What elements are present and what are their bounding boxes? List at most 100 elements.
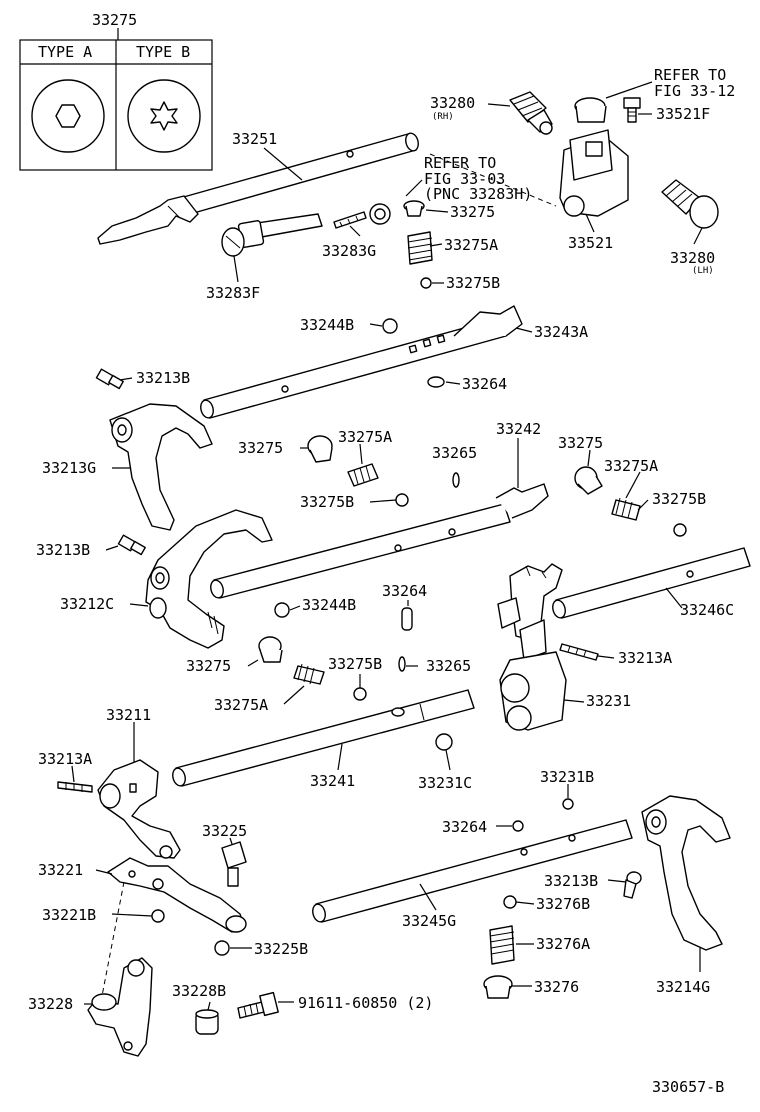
- dashed-guide-lower: [101, 881, 125, 997]
- label-33244b-m: 33244B: [302, 596, 356, 614]
- spring-33275a-m3: [293, 663, 325, 685]
- label-33242: 33242: [496, 420, 541, 438]
- label-33228b: 33228B: [172, 982, 226, 1000]
- label-33275a-m3: 33275A: [214, 696, 268, 714]
- bolt-33283f: [221, 213, 323, 257]
- fork-33214g: [641, 795, 731, 951]
- ball-33275b-m2: [673, 523, 687, 537]
- spring-33275a-top: [407, 231, 433, 265]
- shift-shaft-33251: [97, 132, 419, 245]
- label-refer-2b: FIG 33-03: [424, 170, 505, 188]
- clip-33231c: [435, 733, 453, 751]
- label-33275b-m3: 33275B: [328, 655, 382, 673]
- label-33211: 33211: [106, 706, 151, 724]
- label-33283g: 33283G: [322, 242, 376, 260]
- label-33213b-3: 33213B: [544, 872, 598, 890]
- ball-33264-lower: [512, 820, 524, 832]
- clip-33221b: [151, 909, 165, 923]
- label-33275a-top: 33275A: [444, 236, 498, 254]
- pin-33213a-1: [559, 643, 599, 661]
- pin-33283g: [333, 211, 367, 229]
- fork-33213g: [109, 403, 213, 531]
- label-33241: 33241: [310, 772, 355, 790]
- label-rh-note: (RH): [432, 112, 454, 122]
- label-33221b: 33221B: [42, 906, 96, 924]
- label-33245g: 33245G: [402, 912, 456, 930]
- bolt-33213b-2: [117, 534, 146, 556]
- label-33212c: 33212C: [60, 595, 114, 613]
- label-33275b-top: 33275B: [446, 274, 500, 292]
- label-33231b: 33231B: [540, 768, 594, 786]
- lever-33221: [107, 857, 247, 933]
- pin-33264-mid: [401, 607, 413, 631]
- legend-type-a: TYPE A: [38, 43, 92, 61]
- label-33231: 33231: [586, 692, 631, 710]
- label-33276: 33276: [534, 978, 579, 996]
- label-33213a-2: 33213A: [38, 750, 92, 768]
- pin-33264-top: [427, 376, 445, 388]
- legend-part-number: 33275: [92, 11, 137, 29]
- ball-33275b-m3: [353, 687, 367, 701]
- label-33231c: 33231C: [418, 774, 472, 792]
- ball-33276b: [503, 895, 517, 909]
- plug-33275-m2: [574, 466, 603, 495]
- plug-33280-lh: [661, 179, 719, 229]
- pin-33225: [221, 841, 247, 887]
- label-33246c: 33246C: [680, 601, 734, 619]
- label-33275b-m2: 33275B: [652, 490, 706, 508]
- label-33225: 33225: [202, 822, 247, 840]
- label-33275b-m1: 33275B: [300, 493, 354, 511]
- ball-33275b-m1: [395, 493, 409, 507]
- shaft-33246c: [552, 547, 751, 619]
- label-33213b-1: 33213B: [136, 369, 190, 387]
- label-33280-rh: 33280: [430, 94, 475, 112]
- label-33213b-2: 33213B: [36, 541, 90, 559]
- label-91611-60850: 91611-60850 (2): [298, 994, 433, 1012]
- clip-33244b-top: [382, 318, 398, 334]
- label-33275a-m1: 33275A: [338, 428, 392, 446]
- fork-33212c: [145, 509, 273, 649]
- dashed-guide-top: [429, 153, 557, 207]
- ball-33231b: [562, 798, 574, 810]
- label-33275-m1: 33275: [238, 439, 283, 457]
- label-lh-note: (LH): [692, 266, 714, 276]
- plug-33275-m1: [307, 435, 333, 463]
- spring-33276a: [489, 925, 515, 965]
- label-33275a-m2: 33275A: [604, 457, 658, 475]
- label-33213g: 33213G: [42, 459, 96, 477]
- spring-33275a-m2: [611, 497, 641, 521]
- shaft-33242: [210, 483, 549, 599]
- cap-plug-fig33-12: [574, 97, 607, 123]
- clip-33225b: [214, 940, 230, 956]
- bolt-33521f: [623, 97, 641, 123]
- type-legend-box: 33275 TYPE A TYPE B: [19, 11, 213, 171]
- label-33213a-1: 33213A: [618, 649, 672, 667]
- label-33275-m2: 33275: [558, 434, 603, 452]
- label-refer-2a: REFER TO: [424, 154, 496, 172]
- shift-arm-33231: [497, 563, 567, 731]
- label-33243a: 33243A: [534, 323, 588, 341]
- label-33280-lh: 33280: [670, 249, 715, 267]
- torx-socket-icon: [127, 79, 201, 153]
- part-labels: 33251 33280 (RH) REFER TO FIG 33-12 3352…: [28, 66, 735, 1013]
- label-33221: 33221: [38, 861, 83, 879]
- label-33251: 33251: [232, 130, 277, 148]
- label-33265-1: 33265: [432, 444, 477, 462]
- ball-33275b-top: [420, 277, 432, 289]
- label-33244b-top: 33244B: [300, 316, 354, 334]
- clip-33244b-m: [274, 602, 290, 618]
- label-33264-1: 33264: [462, 375, 507, 393]
- shaft-33243a: [200, 305, 523, 419]
- pin-33265-top: [452, 472, 460, 488]
- hex-socket-icon: [31, 79, 105, 153]
- label-33264-3: 33264: [442, 818, 487, 836]
- label-33228: 33228: [28, 995, 73, 1013]
- plug-33275-m3: [258, 636, 283, 663]
- bolt-33213b-3: [623, 871, 642, 899]
- label-33521: 33521: [568, 234, 613, 252]
- label-33214g: 33214G: [656, 978, 710, 996]
- pin-33265-mid: [398, 656, 406, 672]
- housing-33521: [559, 129, 629, 217]
- figure-code: 330657-B: [652, 1078, 724, 1096]
- label-33276b: 33276B: [536, 895, 590, 913]
